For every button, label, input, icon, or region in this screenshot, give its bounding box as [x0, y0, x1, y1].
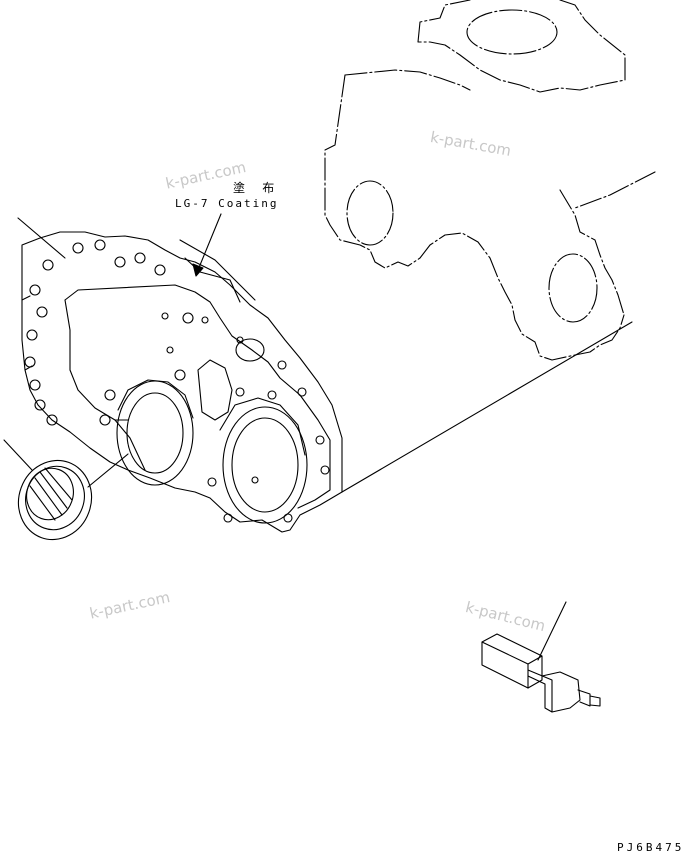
seal-callout-line	[3, 439, 33, 471]
coating-arrowhead	[192, 263, 204, 277]
assembly-line	[341, 321, 633, 493]
part-callout-line	[537, 601, 567, 661]
coating-label-en: LG-7 Coating	[175, 197, 279, 210]
oil-seal	[17, 459, 93, 541]
small-part	[481, 633, 601, 713]
figure-code: PJ6B475	[617, 841, 685, 854]
block-bore-arc	[466, 9, 558, 55]
seal-assembly-line	[87, 453, 129, 488]
engine-block-phantom	[324, 0, 656, 361]
cover-callout-line	[17, 217, 66, 259]
cover-bolt-holes	[24, 239, 330, 523]
coating-label-jp: 塗 布	[233, 181, 280, 195]
coating-leader-line	[197, 213, 222, 271]
front-cover	[21, 231, 343, 533]
